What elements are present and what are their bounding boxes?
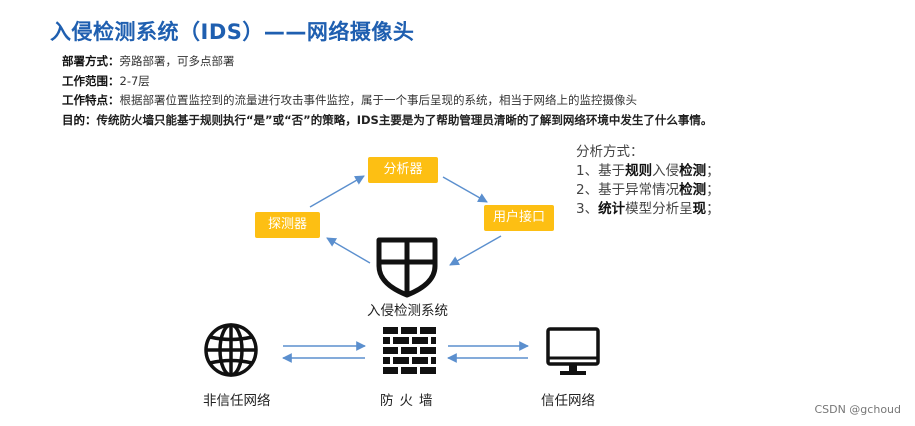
analysis-method-3: 3、统计模型分析呈现； bbox=[576, 200, 720, 219]
m2-bold-detect: 检测 bbox=[679, 182, 707, 198]
credit-watermark: CSDN @gchoud bbox=[814, 403, 901, 416]
analysis-heading: 分析方式： bbox=[576, 144, 644, 160]
arrow-uiport-to-shield bbox=[449, 235, 502, 266]
m1-prefix: 1、基于 bbox=[576, 163, 626, 179]
m3-prefix: 3、 bbox=[576, 201, 599, 217]
analysis-method-2: 2、基于异常情况检测； bbox=[576, 181, 720, 200]
analyzer-box: 分析器 bbox=[368, 157, 438, 183]
probe-box: 探测器 bbox=[255, 212, 320, 238]
m1-bold-rule: 规则 bbox=[625, 163, 653, 179]
arrow-shield-to-probe bbox=[326, 237, 371, 264]
trusted-network-label: 信任网络 bbox=[541, 393, 595, 409]
scope-row: 工作范围：2-7层 bbox=[62, 72, 712, 92]
m2-end: ； bbox=[706, 182, 720, 198]
page-title: 入侵检测系统（IDS）——网络摄像头 bbox=[50, 20, 415, 44]
user-interface-box: 用户接口 bbox=[484, 205, 554, 231]
scope-value: 2-7层 bbox=[119, 73, 150, 88]
purpose-row: 目的：传统防火墙只能基于规则执行“是”或“否”的策略，IDS主要是为了帮助管理员… bbox=[62, 111, 712, 131]
analysis-methods: 分析方式： 1、基于规则入侵检测； 2、基于异常情况检测； 3、统计模型分析呈现… bbox=[576, 143, 720, 219]
purpose-label: 目的： bbox=[62, 112, 97, 127]
m3-bold-stat: 统计 bbox=[598, 201, 626, 217]
arrow-analyzer-to-uiport bbox=[442, 176, 488, 203]
firewall-label: 防火墙 bbox=[380, 393, 439, 409]
m1-mid: 入侵 bbox=[652, 163, 680, 179]
feature-value: 根据部署位置监控到的流量进行攻击事件监控，属于一个事后呈现的系统，相当于网络上的… bbox=[119, 93, 638, 107]
deployment-value: 旁路部署，可多点部署 bbox=[119, 54, 235, 68]
untrusted-network-label: 非信任网络 bbox=[203, 393, 271, 409]
m1-end: ； bbox=[706, 163, 720, 179]
info-block: 部署方式：旁路部署，可多点部署 工作范围：2-7层 工作特点：根据部署位置监控到… bbox=[62, 52, 712, 130]
m1-bold-detect: 检测 bbox=[679, 163, 707, 179]
deployment-row: 部署方式：旁路部署，可多点部署 bbox=[62, 52, 712, 72]
shield-icon bbox=[376, 237, 438, 298]
ids-label: 入侵检测系统 bbox=[367, 303, 448, 319]
feature-row: 工作特点：根据部署位置监控到的流量进行攻击事件监控，属于一个事后呈现的系统，相当… bbox=[62, 91, 712, 111]
m2-prefix: 2、基于异常情况 bbox=[576, 182, 680, 198]
m3-bold-present: 现 bbox=[692, 201, 707, 217]
m3-mid: 模型分析呈 bbox=[625, 201, 693, 217]
feature-label: 工作特点： bbox=[62, 93, 120, 107]
arrow-probe-to-analyzer bbox=[309, 175, 365, 208]
globe-icon bbox=[204, 323, 258, 377]
monitor-icon bbox=[546, 327, 600, 375]
scope-label: 工作范围： bbox=[62, 73, 120, 88]
deployment-label: 部署方式： bbox=[62, 54, 120, 68]
m3-end: ； bbox=[706, 201, 720, 217]
analysis-method-1: 1、基于规则入侵检测； bbox=[576, 162, 720, 181]
firewall-icon bbox=[383, 327, 436, 374]
purpose-value: 传统防火墙只能基于规则执行“是”或“否”的策略，IDS主要是为了帮助管理员清晰的… bbox=[96, 112, 713, 127]
